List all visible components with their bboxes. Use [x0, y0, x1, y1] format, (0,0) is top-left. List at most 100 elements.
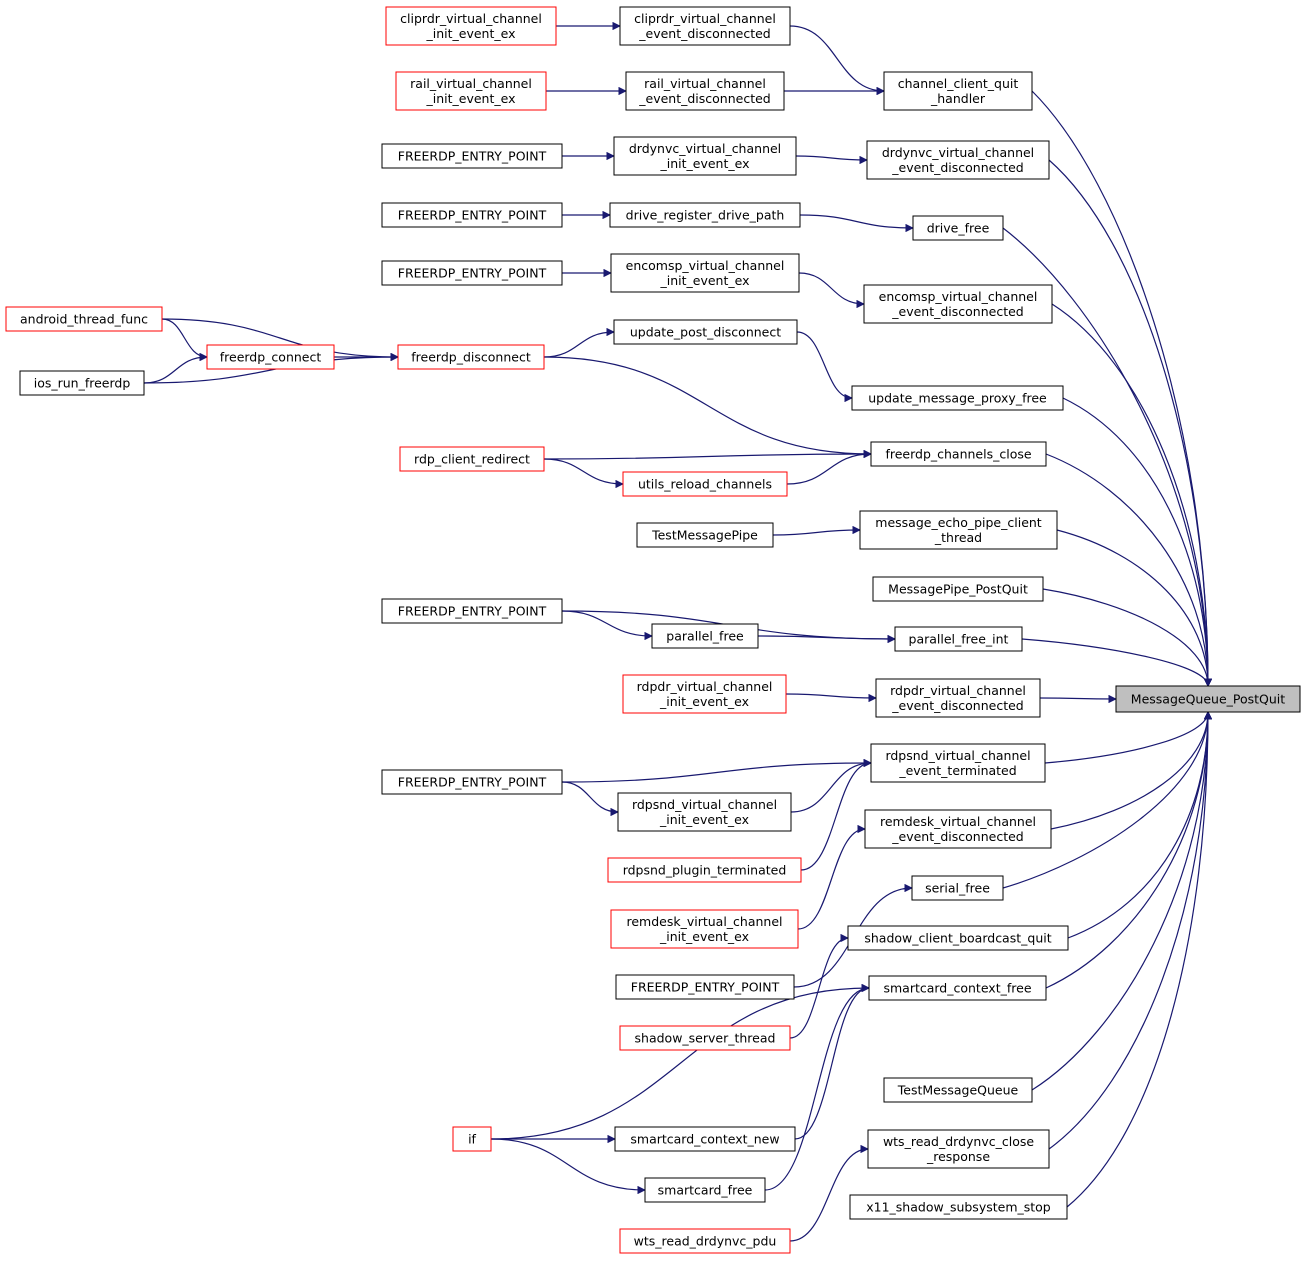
- node-label: cliprdr_virtual_channel: [400, 11, 542, 26]
- node-label: shadow_server_thread: [635, 1031, 776, 1046]
- node-android[interactable]: android_thread_func: [5, 306, 163, 332]
- node-label: _init_event_ex: [660, 273, 750, 288]
- node-fep6[interactable]: FREERDP_ENTRY_POINT: [615, 974, 795, 1000]
- node-box: [381, 769, 563, 795]
- edge-mp_postquit-to-root: [1042, 588, 1213, 687]
- node-label: wts_read_drdynvc_close: [883, 1134, 1034, 1149]
- node-box: [19, 370, 145, 396]
- node-label: rail_virtual_channel: [644, 76, 766, 91]
- node-box: [625, 71, 785, 111]
- node-drive-free[interactable]: drive_free: [912, 215, 1004, 241]
- node-rail-disc[interactable]: rail_virtual_channel_event_disconnected: [625, 71, 785, 111]
- node-label: remdesk_virtual_channel: [880, 814, 1036, 829]
- node-rdpdr-disc[interactable]: rdpdr_virtual_channel_event_disconnected: [875, 678, 1041, 718]
- node-mp-postquit[interactable]: MessagePipe_PostQuit: [872, 576, 1044, 602]
- node-label: _event_disconnected: [891, 829, 1023, 844]
- edge-upd_proxy-to-root: [1062, 397, 1213, 687]
- node-redirect[interactable]: rdp_client_redirect: [399, 446, 545, 472]
- node-sc-ctx-free[interactable]: smartcard_context_free: [868, 975, 1047, 1001]
- node-remdesk-disc[interactable]: remdesk_virtual_channel_event_disconnect…: [864, 809, 1052, 849]
- node-label: parallel_free_int: [909, 632, 1009, 647]
- edge-cliprdr_disc-to-chan_quit: [789, 25, 885, 96]
- node-drdynvc-disc[interactable]: drdynvc_virtual_channel_event_disconnect…: [866, 140, 1050, 180]
- node-box: [622, 674, 787, 714]
- node-box: [883, 71, 1033, 111]
- node-label: FREERDP_ENTRY_POINT: [398, 775, 547, 790]
- node-par-free-int[interactable]: parallel_free_int: [894, 626, 1023, 652]
- node-label: freerdp_connect: [220, 350, 322, 365]
- node-shadow-thread[interactable]: shadow_server_thread: [619, 1025, 791, 1051]
- edge-rdpdr_init-to-rdpdr_disc: [785, 693, 877, 703]
- node-label: freerdp_channels_close: [885, 447, 1031, 462]
- node-disconnect[interactable]: freerdp_disconnect: [397, 344, 545, 370]
- node-label: message_echo_pipe_client: [875, 515, 1042, 530]
- node-wts-close[interactable]: wts_read_drdynvc_close_response: [867, 1129, 1050, 1169]
- node-encomsp-init[interactable]: encomsp_virtual_channel_init_event_ex: [610, 253, 800, 293]
- edge-ios-to-disconnect: [143, 352, 399, 384]
- node-reload[interactable]: utils_reload_channels: [622, 471, 788, 497]
- node-label: encomsp_virtual_channel: [879, 289, 1038, 304]
- node-label: _event_disconnected: [638, 26, 770, 41]
- node-box: [636, 522, 774, 548]
- node-ios[interactable]: ios_run_freerdp: [19, 370, 145, 396]
- node-box: [644, 1177, 766, 1203]
- node-rdpdr-init[interactable]: rdpdr_virtual_channel_init_event_ex: [622, 674, 787, 714]
- node-upd-proxy[interactable]: update_message_proxy_free: [851, 385, 1064, 411]
- node-upd-post[interactable]: update_post_disconnect: [613, 319, 798, 345]
- node-box: [868, 975, 1047, 1001]
- edge-rdpsnd_plug-to-rdpsnd_term: [800, 758, 872, 871]
- node-label: smartcard_free: [658, 1183, 753, 1198]
- node-root[interactable]: MessageQueue_PostQuit: [1115, 685, 1301, 713]
- node-label: FREERDP_ENTRY_POINT: [631, 980, 780, 995]
- node-echo[interactable]: message_echo_pipe_client_thread: [859, 510, 1058, 550]
- node-fep4[interactable]: FREERDP_ENTRY_POINT: [381, 598, 563, 624]
- node-box: [864, 809, 1052, 849]
- node-encomsp-disc[interactable]: encomsp_virtual_channel_event_disconnect…: [863, 284, 1053, 324]
- node-box: [613, 136, 797, 176]
- node-x11[interactable]: x11_shadow_subsystem_stop: [849, 1194, 1068, 1220]
- edge-shadow_thread-to-shadow_quit: [789, 933, 849, 1039]
- node-fep2[interactable]: FREERDP_ENTRY_POINT: [381, 202, 563, 228]
- node-drive-reg[interactable]: drive_register_drive_path: [609, 202, 801, 228]
- node-label: drdynvc_virtual_channel: [882, 145, 1034, 160]
- node-rdpsnd-plug[interactable]: rdpsnd_plugin_terminated: [607, 857, 802, 883]
- edge-testmq-to-root: [1031, 711, 1213, 1091]
- node-rail-init[interactable]: rail_virtual_channel_init_event_ex: [395, 71, 547, 111]
- node-testmq[interactable]: TestMessageQueue: [883, 1077, 1033, 1103]
- node-box: [870, 743, 1046, 783]
- node-rdpsnd-term[interactable]: rdpsnd_virtual_channel_event_terminated: [870, 743, 1046, 783]
- edge-drive_reg-to-drive_free: [799, 214, 914, 233]
- node-par-free[interactable]: parallel_free: [651, 623, 759, 649]
- node-remdesk-init[interactable]: remdesk_virtual_channel_init_event_ex: [610, 909, 799, 949]
- node-serial-free[interactable]: serial_free: [911, 875, 1004, 901]
- node-label: MessageQueue_PostQuit: [1131, 692, 1285, 707]
- node-drdynvc-init[interactable]: drdynvc_virtual_channel_init_event_ex: [613, 136, 797, 176]
- node-label: TestMessageQueue: [897, 1083, 1019, 1098]
- node-label: serial_free: [925, 881, 990, 896]
- node-label: _init_event_ex: [659, 812, 749, 827]
- node-fep1[interactable]: FREERDP_ENTRY_POINT: [381, 143, 563, 169]
- node-fep3[interactable]: FREERDP_ENTRY_POINT: [381, 260, 563, 286]
- node-sc-ctx-new[interactable]: smartcard_context_new: [614, 1126, 796, 1152]
- node-if[interactable]: if: [452, 1126, 492, 1152]
- edge-x11-to-root: [1066, 711, 1213, 1208]
- node-wts-pdu[interactable]: wts_read_drdynvc_pdu: [619, 1228, 791, 1254]
- node-box: [883, 1077, 1033, 1103]
- node-box: [619, 1228, 791, 1254]
- edge-rdpsnd_term-to-root: [1044, 711, 1213, 764]
- node-cliprdr-init[interactable]: cliprdr_virtual_channel_init_event_ex: [385, 6, 557, 46]
- edge-encomsp_disc-to-root: [1051, 303, 1213, 687]
- node-chan-quit[interactable]: channel_client_quit_handler: [883, 71, 1033, 111]
- node-box: [617, 792, 792, 832]
- node-box: [870, 441, 1047, 467]
- node-rdpsnd-init[interactable]: rdpsnd_virtual_channel_init_event_ex: [617, 792, 792, 832]
- node-shadow-quit[interactable]: shadow_client_boardcast_quit: [847, 925, 1069, 951]
- node-cliprdr-disc[interactable]: cliprdr_virtual_channel_event_disconnect…: [619, 6, 791, 46]
- node-connect[interactable]: freerdp_connect: [206, 344, 335, 370]
- node-label: _init_event_ex: [659, 929, 749, 944]
- node-sc-free[interactable]: smartcard_free: [644, 1177, 766, 1203]
- node-chan-close[interactable]: freerdp_channels_close: [870, 441, 1047, 467]
- edge-encomsp_init-to-encomsp_disc: [798, 272, 865, 309]
- node-fep5[interactable]: FREERDP_ENTRY_POINT: [381, 769, 563, 795]
- node-testpipe[interactable]: TestMessagePipe: [636, 522, 774, 548]
